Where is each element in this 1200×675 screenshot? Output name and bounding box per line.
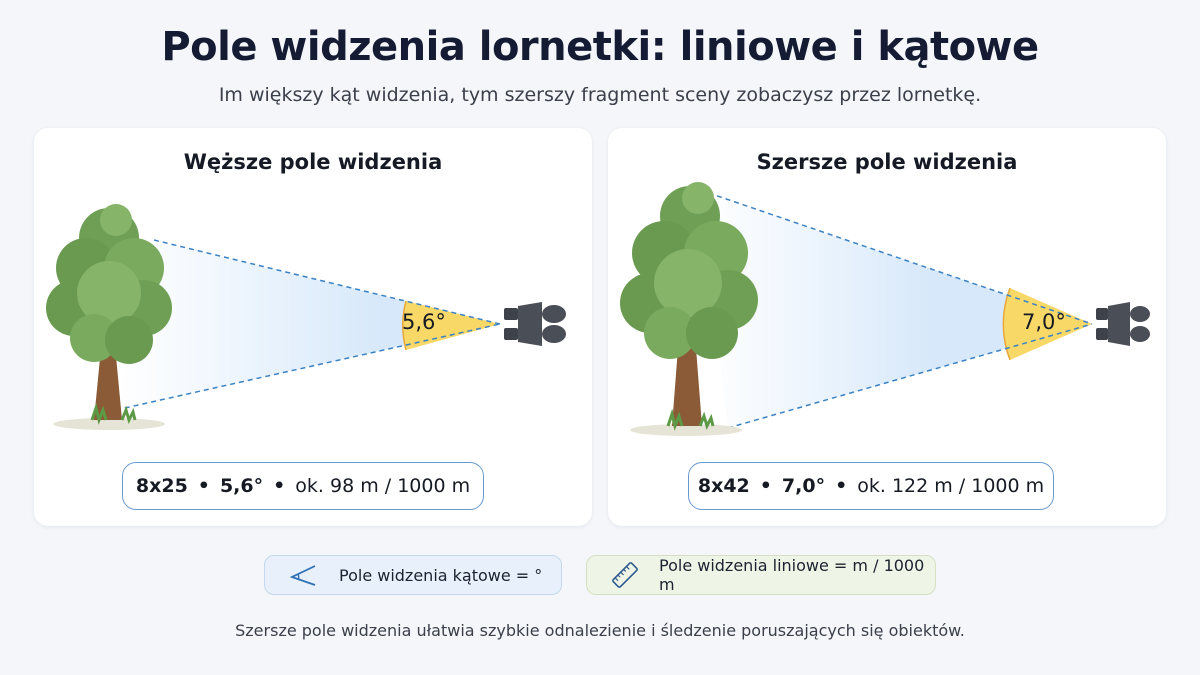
tree-icon <box>46 204 172 430</box>
legend-angular-label: Pole widzenia kątowe = ° <box>339 565 543 585</box>
wide-fov-panel: Szersze pole widzenia 7,0° 8x42 • 7,0° •… <box>608 128 1166 526</box>
binoculars-icon <box>1096 302 1150 346</box>
angle-icon <box>289 565 316 586</box>
binoculars-icon <box>504 302 566 346</box>
view-cone <box>116 240 500 410</box>
model-label: 8x42 <box>697 475 750 497</box>
linear-fov: ok. 98 m / 1000 m <box>295 475 471 497</box>
spec-summary: 8x42 • 7,0° • ok. 122 m / 1000 m <box>688 462 1054 510</box>
upper-sight-line <box>699 189 1093 325</box>
angle-value: 7,0° <box>1022 310 1066 334</box>
tree-icon <box>620 182 758 436</box>
panel-title: Szersze pole widzenia <box>756 150 1018 174</box>
page-title: Pole widzenia lornetki: liniowe i kątowe <box>161 24 1039 70</box>
legend-linear: Pole widzenia liniowe = m / 1000 m <box>586 555 936 595</box>
page-subtitle: Im większy kąt widzenia, tym szerszy fra… <box>218 84 982 106</box>
legend-angular: Pole widzenia kątowe = ° <box>264 555 562 595</box>
narrow-fov-panel: Węższe pole widzenia 5,6° 8x25 • 5,6° • … <box>34 128 592 526</box>
angle-wedge <box>1003 288 1092 360</box>
legend-linear-label: Pole widzenia liniowe = m / 1000 m <box>659 556 925 594</box>
model-label: 8x25 <box>135 475 188 497</box>
separator: • <box>835 475 848 497</box>
separator: • <box>759 475 772 497</box>
separator: • <box>197 475 210 497</box>
wide-fov-scene <box>620 182 1150 436</box>
lower-sight-line <box>727 323 1093 429</box>
narrow-fov-scene <box>46 204 566 430</box>
ruler-icon <box>612 562 638 588</box>
lower-sight-line <box>115 323 501 411</box>
angle-wedge <box>402 301 500 350</box>
angular-fov: 7,0° <box>781 475 826 497</box>
angle-value: 5,6° <box>402 310 446 334</box>
angular-fov: 5,6° <box>219 475 264 497</box>
separator: • <box>273 475 286 497</box>
footer-note: Szersze pole widzenia ułatwia szybkie od… <box>235 621 965 640</box>
spec-summary: 8x25 • 5,6° • ok. 98 m / 1000 m <box>122 462 484 510</box>
view-cone <box>700 190 1092 428</box>
linear-fov: ok. 122 m / 1000 m <box>857 475 1045 497</box>
panel-title: Węższe pole widzenia <box>183 150 443 174</box>
